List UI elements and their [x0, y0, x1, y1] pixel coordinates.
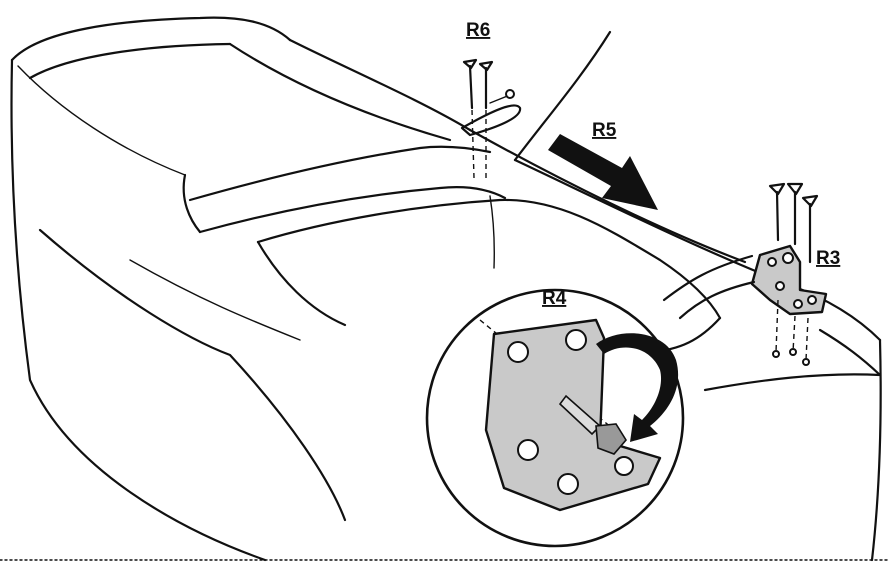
- seat-body: [10, 16, 507, 562]
- label-r4: R4: [542, 288, 567, 309]
- direction-arrow-icon: [548, 134, 658, 210]
- screw-icon: [478, 60, 494, 178]
- mounting-hole: [789, 348, 797, 356]
- label-r6: R6: [466, 20, 490, 41]
- screw-icon: [801, 194, 819, 361]
- seat-recess: [256, 195, 722, 327]
- label-r5: R5: [592, 120, 617, 141]
- mounting-hole: [802, 358, 810, 366]
- screw-icon: [786, 182, 804, 353]
- screw-icon: [462, 58, 478, 179]
- callout-leader: [662, 254, 754, 302]
- callout-leader: [678, 280, 756, 320]
- detail-magnifier: [425, 288, 685, 548]
- mounting-hole: [772, 350, 780, 358]
- screw-icon: [768, 182, 786, 353]
- corner-bracket-part: [750, 244, 828, 316]
- rotate-arrow-icon: [596, 333, 679, 442]
- latch-part: [460, 89, 522, 137]
- label-r3: R3: [816, 248, 840, 269]
- rear-panel: [468, 30, 882, 562]
